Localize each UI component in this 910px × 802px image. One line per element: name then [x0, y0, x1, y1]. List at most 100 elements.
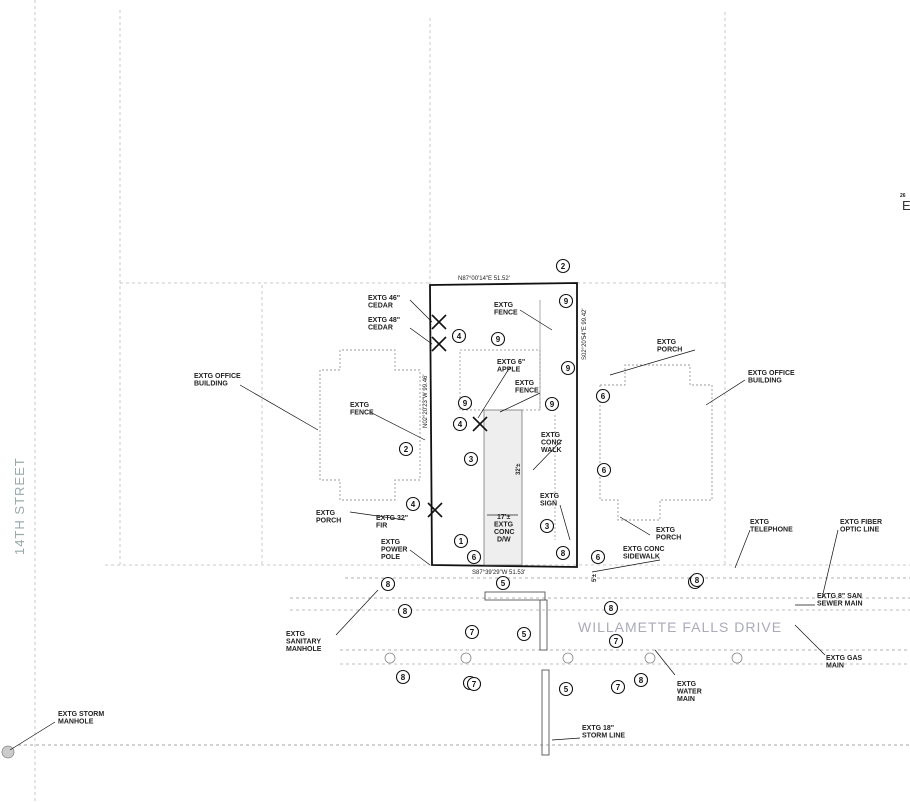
callout-circle	[595, 388, 611, 404]
callout-circle	[558, 293, 574, 309]
callout-number: 7	[470, 628, 475, 637]
callout-marker-9: 9	[544, 396, 560, 412]
callout-circle	[464, 624, 480, 640]
callout-marker-3: 4	[451, 328, 467, 344]
callout-circle	[405, 496, 421, 512]
callout-marker-21: 8	[397, 603, 413, 619]
callout-circle	[452, 416, 468, 432]
label-fir: EXTG 32"FIR	[376, 515, 408, 530]
callout-number: 4	[458, 420, 463, 429]
callout-marker-33: 8	[689, 572, 705, 588]
callout-marker-20: 8	[380, 576, 396, 592]
edge-glyph-small: 26	[900, 193, 906, 199]
callout-marker-32: 7	[610, 679, 626, 695]
tree-marks	[427, 314, 488, 518]
street-name-willamette: WILLAMETTE FALLS DRIVE	[578, 619, 782, 635]
callout-circle	[516, 626, 532, 642]
callout-number: 1	[459, 537, 464, 546]
callout-circle	[395, 669, 411, 685]
callout-number: 3	[469, 455, 474, 464]
bearing-north: N87°00'14"E 51.52'	[458, 276, 510, 282]
callout-number: 8	[386, 580, 391, 589]
east-office-building	[599, 364, 713, 521]
callout-circle	[558, 681, 574, 697]
callout-marker-15: 6	[466, 549, 482, 565]
callout-number: 5	[564, 685, 569, 694]
callout-number: 5	[522, 630, 527, 639]
callout-marker-11: 3	[463, 451, 479, 467]
callout-number: 7	[616, 683, 621, 692]
callout-number: 7	[614, 637, 619, 646]
callout-marker-7: 9	[457, 395, 473, 411]
callout-number: 2	[561, 262, 566, 271]
callout-marker-17: 8	[555, 545, 571, 561]
callout-circle	[555, 258, 571, 274]
callout-circle	[398, 441, 414, 457]
callout-circle	[457, 395, 473, 411]
callout-number: 8	[639, 676, 644, 685]
callout-circle	[466, 676, 482, 692]
callout-marker-12: 6	[596, 462, 612, 478]
callout-number: 6	[596, 553, 601, 562]
callout-circle	[555, 545, 571, 561]
callout-number: 5	[501, 579, 506, 588]
callout-number: 6	[601, 392, 606, 401]
label-storm-line: EXTG 18"STORM LINE	[582, 725, 625, 740]
storm-pipe	[484, 591, 550, 756]
callout-circle	[539, 518, 555, 534]
callout-number: 9	[463, 399, 468, 408]
callout-circle	[397, 603, 413, 619]
callout-number: 9	[550, 400, 555, 409]
bearing-west: N02°20'23"W 99.46'	[423, 374, 429, 428]
callout-marker-19: 5	[495, 575, 511, 591]
edge-glyph: E	[902, 198, 910, 213]
callout-number: 9	[496, 335, 501, 344]
street-name-14th: 14TH STREET	[12, 457, 27, 555]
label-cedar-48: EXTG 48"CEDAR	[368, 317, 400, 332]
callout-marker-16: 3	[539, 518, 555, 534]
dim-walk-length: 32'±	[516, 463, 522, 475]
callout-circle	[560, 360, 576, 376]
label-apple: EXTG 6"APPLE	[497, 359, 525, 374]
callout-marker-10: 2	[398, 441, 414, 457]
callout-marker-2: 9	[558, 293, 574, 309]
callout-number: 8	[561, 549, 566, 558]
callout-marker-18: 6	[590, 549, 606, 565]
callout-circle	[608, 633, 624, 649]
callout-circle	[689, 572, 705, 588]
callout-marker-22: 8	[603, 600, 619, 616]
context-lines	[18, 0, 910, 802]
callout-circle	[380, 576, 396, 592]
bearing-east: S02°20'54"E 99.42'	[582, 308, 588, 360]
callout-number: 8	[695, 576, 700, 585]
callout-circle	[610, 679, 626, 695]
callout-circle	[495, 575, 511, 591]
callout-number: 9	[566, 364, 571, 373]
callout-circle	[590, 549, 606, 565]
dim-walk-width: 5'±	[592, 573, 598, 582]
west-office-building	[319, 349, 421, 501]
callout-markers: 294996949236416386588887577887578	[380, 258, 705, 697]
callout-number: 4	[457, 332, 462, 341]
callout-circle	[633, 672, 649, 688]
callout-number: 8	[401, 673, 406, 682]
callout-marker-4: 9	[490, 331, 506, 347]
callout-number: 7	[472, 680, 477, 689]
leader-lines	[9, 299, 839, 751]
callout-marker-25: 5	[516, 626, 532, 642]
